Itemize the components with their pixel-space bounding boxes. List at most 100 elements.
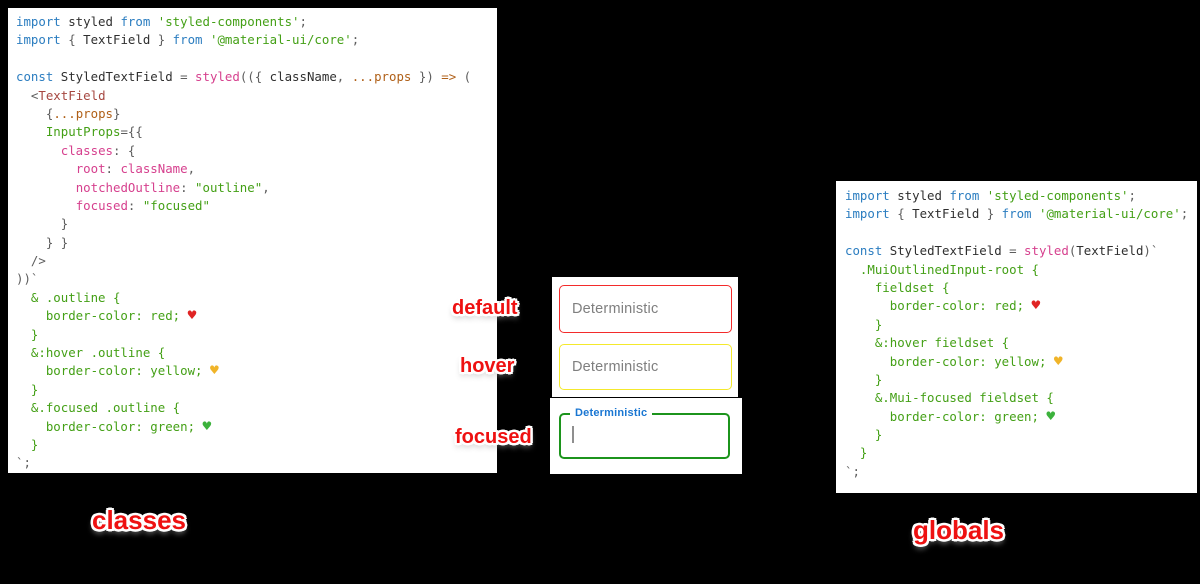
code-line (16, 50, 497, 68)
code-token: } (845, 371, 883, 387)
code-line: import { TextField } from '@material-ui/… (16, 31, 497, 49)
code-token: className (120, 161, 188, 177)
code-token: ))` (16, 271, 39, 287)
code-line: const StyledTextField = styled(TextField… (845, 242, 1197, 260)
text-cursor-icon (572, 426, 574, 443)
code-token: ( (1068, 243, 1077, 259)
code-token: StyledTextField (889, 243, 1010, 259)
code-token: TextField (1076, 243, 1144, 259)
code-token: } (16, 436, 39, 452)
code-line: } (16, 436, 497, 454)
code-line: `; (845, 463, 1197, 481)
code-token: { (897, 206, 913, 222)
code-line: classes: { (16, 142, 497, 160)
code-line: } (845, 426, 1197, 444)
code-token: } (16, 381, 39, 397)
code-token: InputProps (45, 124, 121, 140)
code-line: <TextField (16, 87, 497, 105)
code-token: className (269, 69, 337, 85)
code-line (845, 224, 1197, 242)
code-token: border-color: red; (16, 308, 188, 324)
code-line: } (845, 316, 1197, 334)
code-token: styled (1024, 243, 1069, 259)
code-token: } (150, 32, 173, 48)
state-label-focused: focused (455, 426, 532, 448)
code-line: import { TextField } from '@material-ui/… (845, 205, 1197, 223)
textfield-default-label: Deterministic (572, 301, 659, 317)
code-token: border-color: yellow; (845, 353, 1054, 369)
code-token: } (16, 326, 39, 342)
code-token: , (336, 69, 352, 85)
code-line: focused: "focused" (16, 197, 497, 215)
state-label-hover: hover (460, 355, 515, 377)
code-token: border-color: red; (845, 298, 1032, 314)
textfield-focused-label: Deterministic (570, 407, 653, 419)
textfield-hover[interactable]: Deterministic (559, 344, 732, 390)
code-token: : (180, 179, 196, 195)
code-line: `; (16, 454, 497, 472)
code-line: InputProps={{ (16, 123, 497, 141)
code-token: const (845, 243, 890, 259)
code-line: &:hover fieldset { (845, 334, 1197, 352)
code-token: root (75, 161, 106, 177)
code-token: : (105, 161, 121, 177)
code-token: ...props (53, 105, 113, 121)
code-token: , (262, 179, 270, 195)
textfield-default[interactable]: Deterministic (559, 285, 732, 333)
code-token: styled (195, 69, 240, 85)
code-token: } (979, 206, 1002, 222)
code-token: )` (1143, 243, 1159, 259)
code-token: } } (16, 234, 69, 250)
code-token: from (949, 188, 987, 203)
code-line: & .outline { (16, 289, 497, 307)
code-token: ={{ (120, 124, 143, 140)
code-line: /> (16, 252, 497, 270)
code-token: border-color: yellow; (16, 363, 210, 379)
code-token: ; (1180, 206, 1189, 222)
code-token: '@material-ui/core' (209, 32, 352, 48)
code-token: } (845, 316, 883, 332)
code-token: , (187, 161, 196, 177)
code-token: '@material-ui/core' (1038, 206, 1181, 222)
code-token: fieldset { (845, 279, 950, 295)
code-token: 'styled-components' (986, 188, 1129, 203)
code-token: { (16, 105, 54, 121)
code-token: border-color: green; (845, 408, 1047, 424)
code-line: border-color: green; ♥ (845, 408, 1197, 426)
classes-code-panel: import styled from 'styled-components';i… (8, 8, 497, 473)
code-line: } (16, 381, 497, 399)
code-token: `; (845, 463, 860, 479)
code-token: StyledTextField (60, 69, 181, 85)
code-token: import (16, 14, 69, 29)
code-token: ; (299, 14, 307, 29)
caption-globals: globals (913, 515, 1005, 545)
code-token: ...props (351, 69, 412, 85)
state-label-default: default (452, 297, 518, 319)
code-line: notchedOutline: "outline", (16, 179, 497, 197)
code-token: = (180, 69, 196, 85)
code-token: from (172, 32, 210, 48)
code-token: : { (112, 142, 136, 158)
code-line: {...props} (16, 105, 497, 123)
code-token: from (120, 14, 158, 29)
code-line: } (16, 326, 497, 344)
code-token: : (127, 197, 143, 213)
code-token: &.focused .outline { (16, 400, 181, 416)
code-line: border-color: red; ♥ (845, 297, 1197, 315)
textfield-demo-card-bottom: Deterministic (550, 398, 742, 474)
code-line: import styled from 'styled-components'; (16, 13, 497, 31)
code-line: border-color: red; ♥ (16, 307, 497, 325)
code-token: ; (1128, 188, 1136, 203)
code-token (16, 180, 76, 195)
code-token: "outline" (195, 179, 263, 195)
code-token: "focused" (142, 197, 210, 213)
code-line: fieldset { (845, 279, 1197, 297)
code-line: import styled from 'styled-components'; (845, 187, 1197, 205)
code-token: import (16, 32, 69, 48)
code-token: } (845, 445, 868, 461)
code-token: = (1009, 243, 1025, 259)
code-token: import (845, 206, 898, 222)
heart-green-icon: ♥ (202, 418, 212, 435)
textfield-focused[interactable]: Deterministic (559, 407, 730, 459)
code-token: classes (60, 142, 113, 158)
